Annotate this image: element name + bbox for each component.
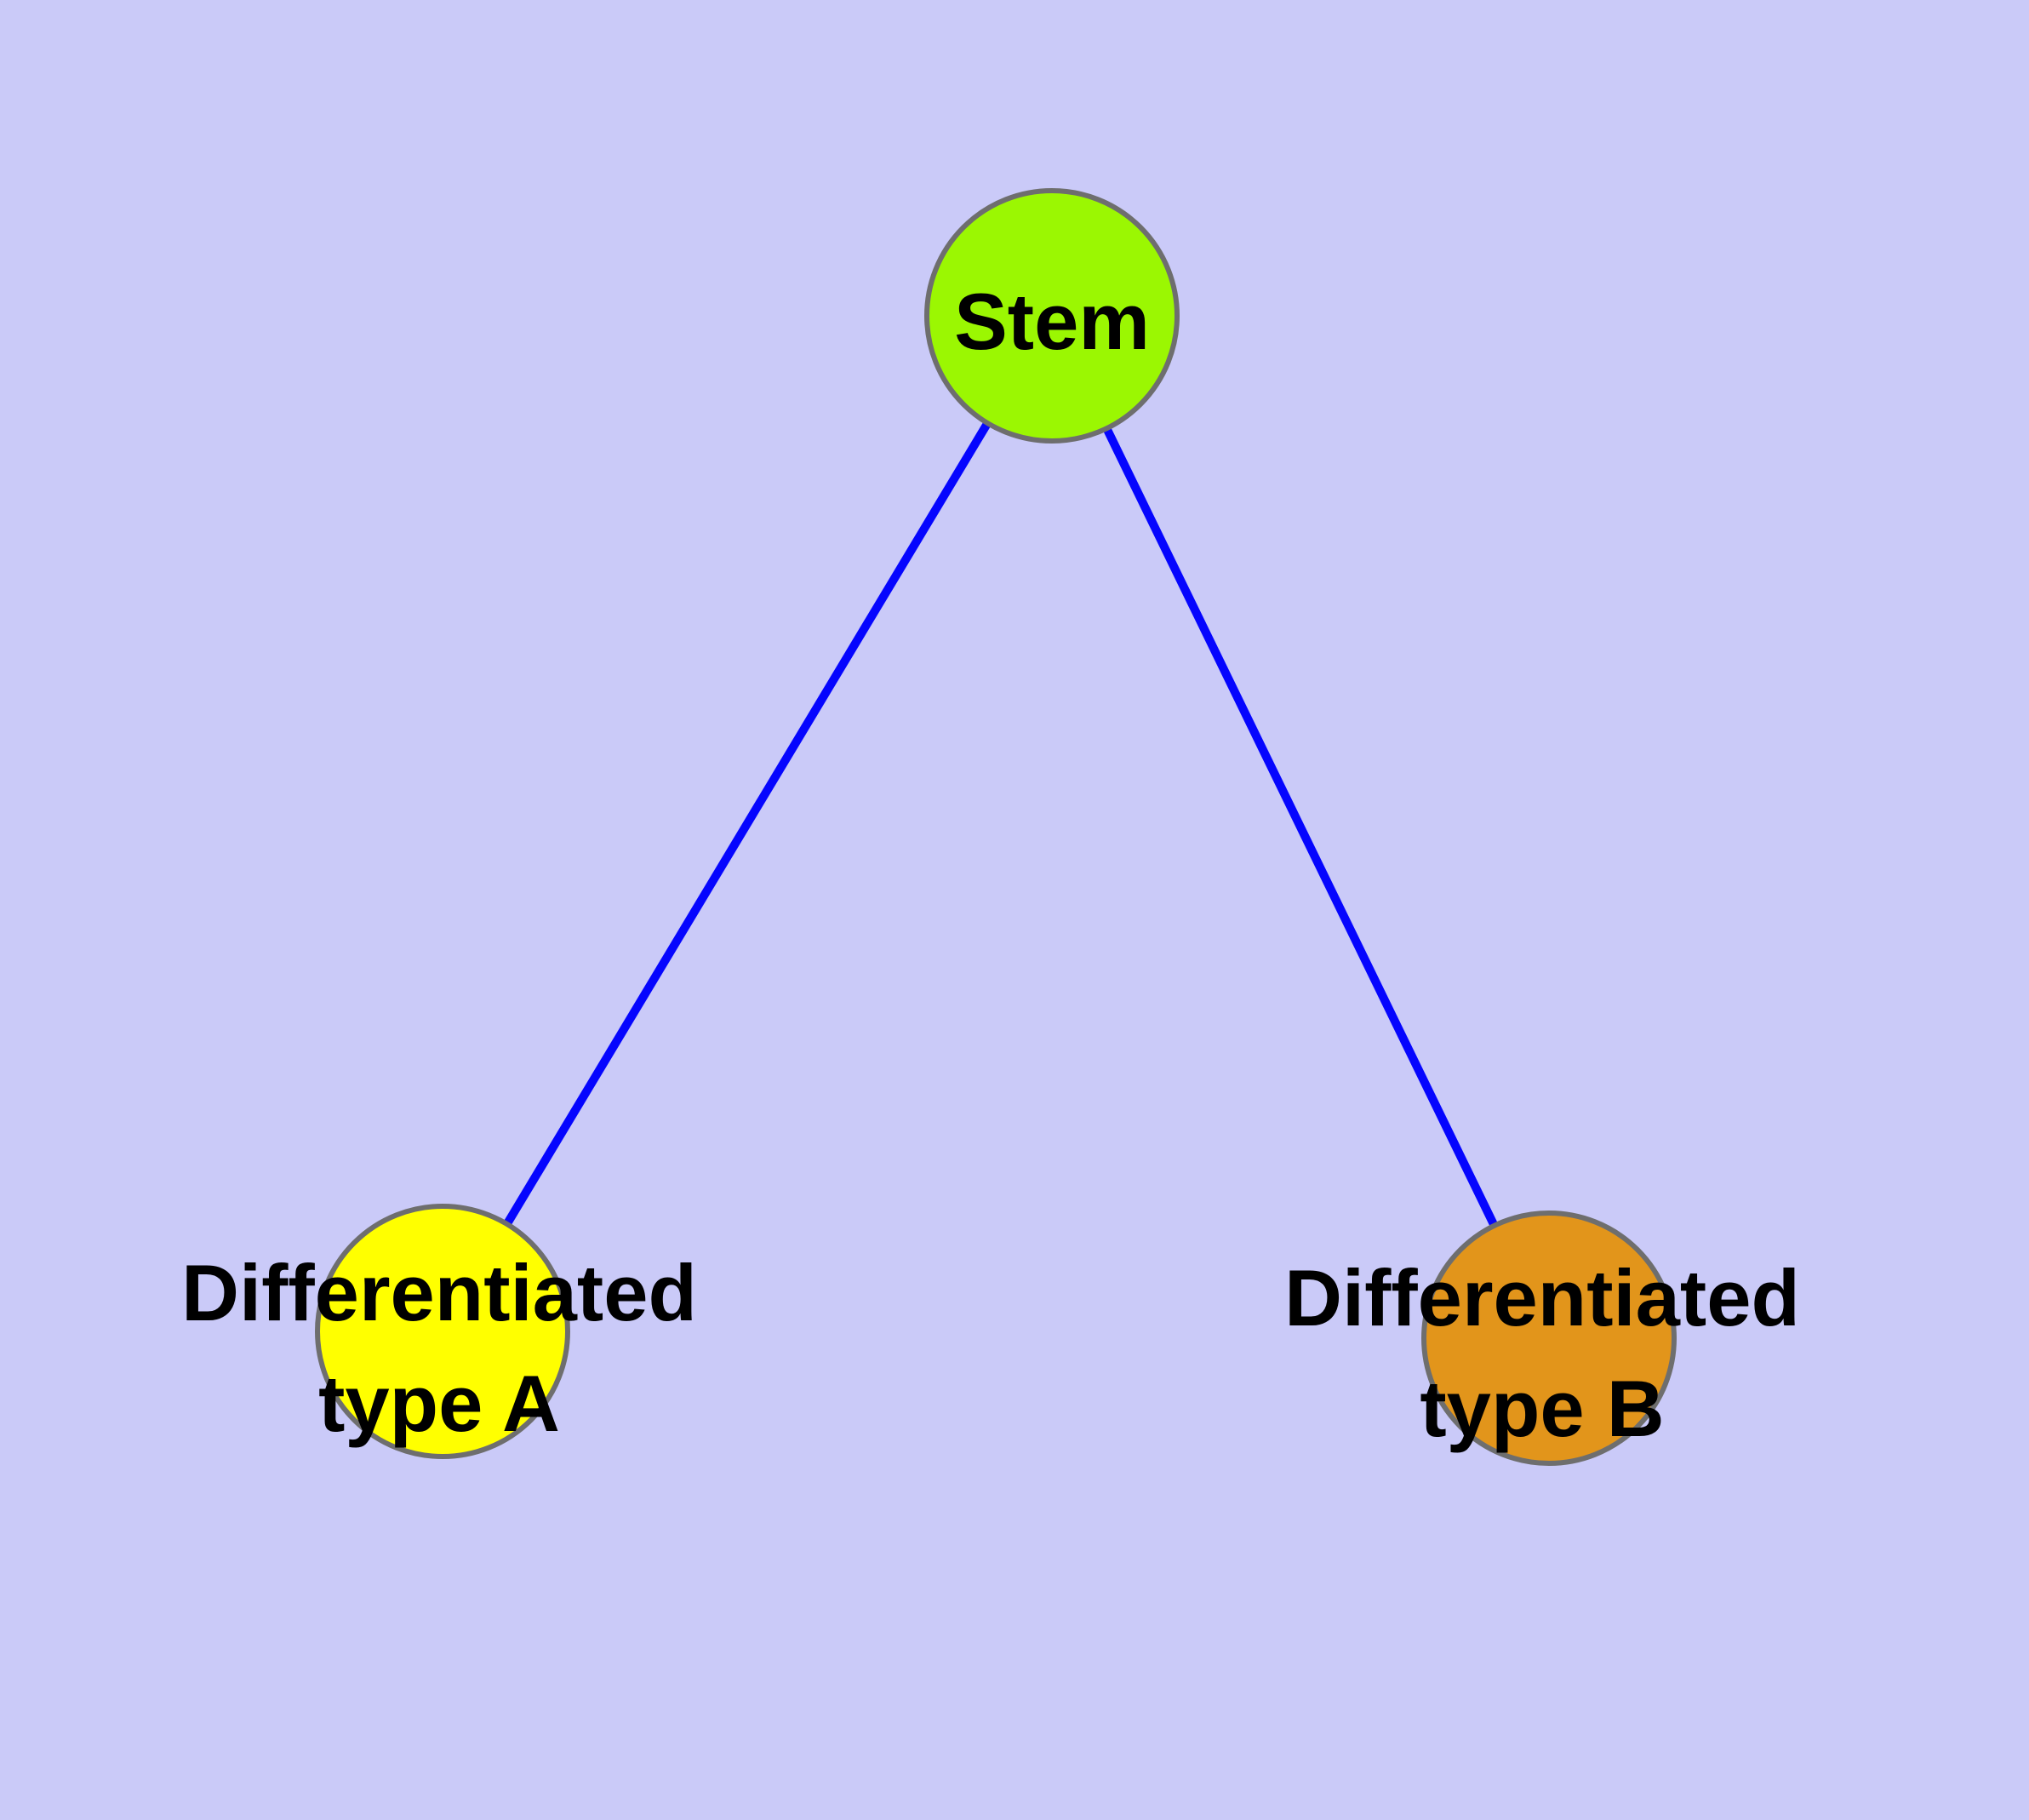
node-differentiated-type-a-label-line-1: Differentiated — [181, 1248, 697, 1337]
edge-group — [438, 313, 1553, 1341]
node-differentiated-type-a: Differentiated type A — [181, 1204, 697, 1459]
node-stem-circle — [924, 188, 1180, 444]
node-differentiated-type-a-circle — [315, 1204, 570, 1459]
node-differentiated-type-b-label-line-1: Differentiated — [1284, 1253, 1800, 1342]
edge-stem-to-type-b — [1048, 313, 1553, 1341]
node-differentiated-type-b: Differentiated type B — [1284, 1210, 1800, 1466]
node-differentiated-type-a-label-line-2: type A — [318, 1359, 560, 1448]
node-differentiated-type-b-circle — [1421, 1210, 1677, 1466]
node-differentiated-type-b-label-line-2: type B — [1420, 1364, 1664, 1453]
node-stem-label: Stem — [954, 277, 1150, 366]
node-stem: Stem — [924, 188, 1180, 444]
edge-stem-to-type-a — [438, 313, 1056, 1334]
